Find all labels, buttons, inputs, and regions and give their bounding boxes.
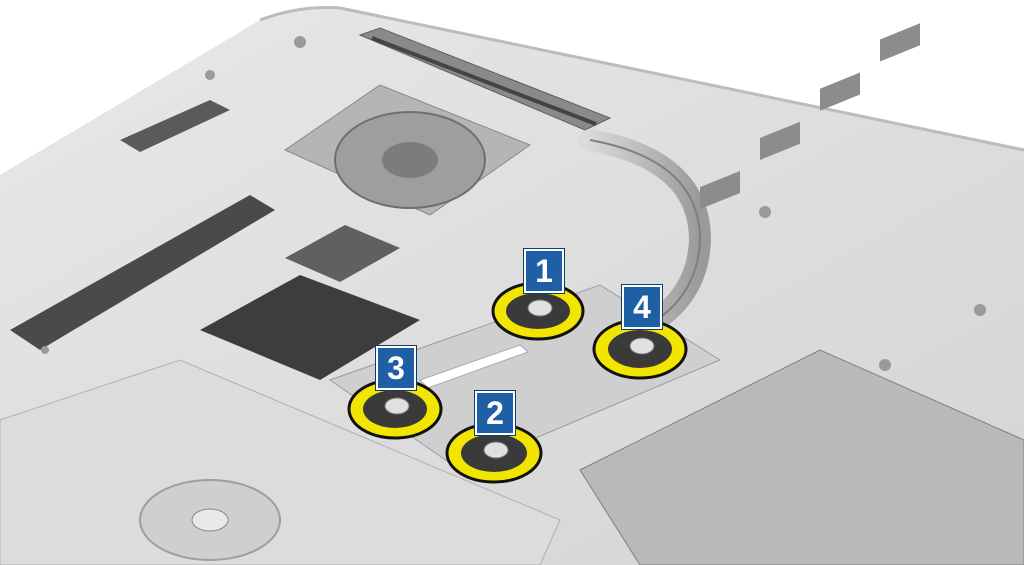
chassis-edge [259,6,1024,152]
callout-1: 1 [524,249,564,293]
screw-2 [445,422,543,484]
callout-2: 2 [475,391,515,435]
screw-4 [592,318,688,380]
center-cutout [200,275,420,380]
screw-3 [347,378,443,440]
left-slot [10,195,275,350]
memory-module [579,349,1024,565]
callout-3: 3 [376,346,416,390]
callout-4: 4 [622,285,662,329]
